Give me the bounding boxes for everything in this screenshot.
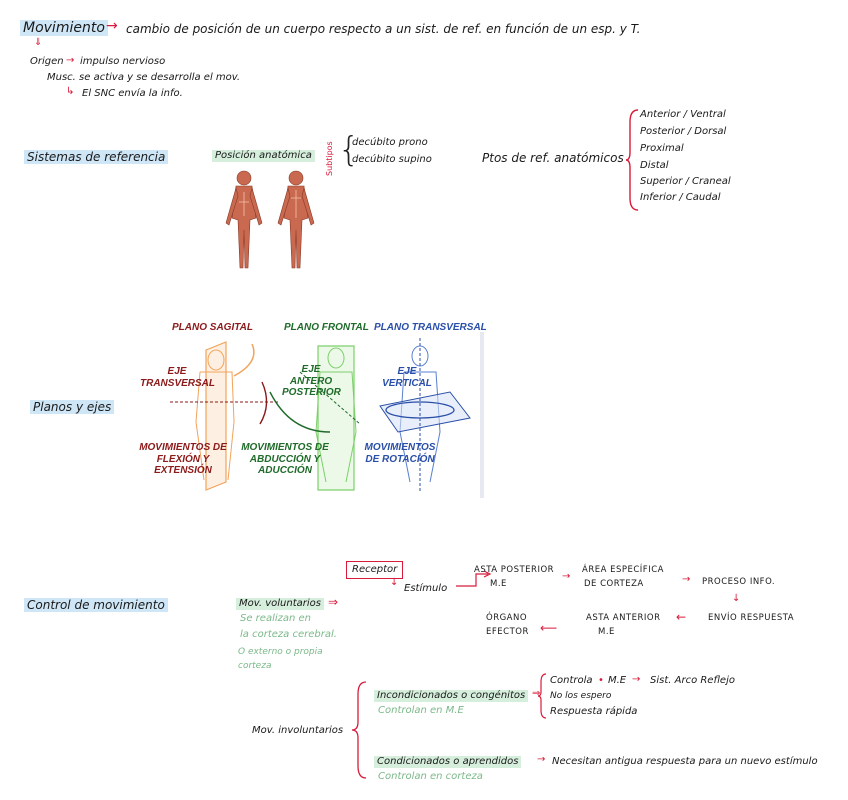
pto-item: Distal (640, 160, 669, 171)
anatomy-figures (225, 170, 315, 269)
plano-transversal-title: PLANO TRANSVERSAL (374, 322, 487, 333)
mov-involuntarios: Mov. involuntarios (252, 725, 344, 736)
vol-note: corteza (238, 661, 272, 671)
brace-icon (351, 681, 367, 779)
left-arrow-icon: ← (676, 610, 687, 624)
receptor-box: Receptor (346, 561, 404, 579)
eje-vertical-label: EJE VERTICAL (382, 366, 432, 389)
pto-item: Inferior / Caudal (640, 192, 721, 203)
dot-icon: • (598, 675, 604, 686)
left-arrow-icon: ⟵ (540, 621, 558, 635)
decubito-prono: decúbito prono (352, 137, 428, 148)
no-espero: No los espero (550, 691, 612, 701)
incondicionados: Incondicionados o congénitos (374, 690, 529, 702)
de-corteza: DE CORTEZA (584, 579, 644, 589)
snc-line: El SNC envía la info. (82, 88, 183, 99)
organo: ÓRGANO (486, 613, 528, 623)
cond-note: Controlan en corteza (378, 771, 483, 782)
arrow-icon: → (106, 18, 118, 34)
vol-note: O externo o propia (238, 647, 323, 657)
estimulo: Estímulo (404, 583, 448, 594)
arrow-icon: ↓ (390, 577, 399, 588)
decubito-supino: decúbito supino (352, 154, 432, 165)
transversal-plane (379, 338, 471, 492)
necesitan-line: Necesitan antigua respuesta para un nuev… (552, 756, 818, 767)
origen-value: impulso nervioso (80, 56, 166, 67)
control-title: Control de movimiento (24, 598, 168, 612)
vol-note: Se realizan en (240, 613, 312, 624)
subtipos-label: Subtipos (325, 141, 334, 176)
brace-icon (538, 673, 547, 719)
arrow-icon: → (537, 754, 546, 765)
condicionados: Condicionados o aprendidos (374, 756, 522, 768)
musc-line: Musc. se activa y se desarrolla el mov. (47, 72, 241, 83)
ptos-title: Ptos de ref. anatómicos (482, 151, 624, 165)
arrow-icon: → (632, 674, 641, 685)
efector: EFECTOR (486, 627, 529, 637)
movimiento-definition: cambio de posición de un cuerpo respecto… (126, 22, 641, 36)
mov-voluntarios: Mov. voluntarios (236, 598, 324, 610)
mov-abduccion-label: MOVIMIENTOS DE ABDUCCIÓN Y ADUCCIÓN (241, 442, 329, 476)
controla-line: Controla (550, 675, 593, 686)
asta-posterior-me: M.E (490, 579, 507, 589)
asta-anterior-me: M.E (598, 627, 615, 637)
envio-respuesta: ENVÍO RESPUESTA (708, 613, 795, 623)
incond-note: Controlan en M.E (378, 705, 464, 716)
brace-icon: { (338, 130, 360, 170)
arrow-icon: → (66, 55, 75, 66)
double-arrow-icon: ⇒ (328, 595, 339, 609)
return-arrow-icon: ↳ (66, 86, 75, 97)
brace-icon (626, 109, 639, 211)
posicion-anatomica: Posición anatómica (212, 150, 315, 162)
arrow-icon (456, 570, 492, 587)
eje-antero-label: EJE ANTERO POSTERIOR (282, 364, 341, 398)
area-especifica: ÁREA ESPECÍFICA (582, 565, 664, 575)
pto-item: Anterior / Ventral (640, 109, 726, 120)
mov-rotacion-label: MOVIMIENTOS DE ROTACIÓN (364, 442, 436, 465)
arrow-icon: → (562, 571, 571, 582)
frontal-plane (269, 345, 361, 491)
proceso-info: PROCESO INFO. (702, 577, 776, 587)
pto-item: Posterior / Dorsal (640, 126, 727, 137)
double-down-arrow-icon: ⇓ (34, 37, 43, 48)
sist-arco-reflejo: Sist. Arco Reflejo (650, 675, 735, 686)
planes-illustration (170, 332, 484, 498)
eje-transversal-label: EJE TRANSVERSAL (140, 366, 216, 389)
vol-note: la corteza cerebral. (240, 629, 337, 640)
asta-anterior: ASTA ANTERIOR (586, 613, 661, 623)
pto-item: Proximal (640, 143, 684, 154)
mov-flexion-label: MOVIMIENTOS DE FLEXIÓN Y EXTENSIÓN (139, 442, 227, 476)
origen-label: Origen (30, 56, 64, 67)
controla-me: M.E (608, 675, 627, 686)
asta-posterior: ASTA POSTERIOR (474, 565, 555, 575)
movimiento-title: Movimiento (20, 20, 108, 36)
plano-sagital-title: PLANO SAGITAL (172, 322, 253, 333)
down-arrow-icon: ↓ (732, 593, 741, 604)
planos-title: Planos y ejes (30, 400, 115, 414)
sagittal-plane (170, 341, 280, 491)
pto-item: Superior / Craneal (640, 176, 731, 187)
double-arrow-icon: ⇒ (532, 688, 541, 699)
plano-frontal-title: PLANO FRONTAL (284, 322, 369, 333)
sistemas-title: Sistemas de referencia (24, 150, 169, 164)
arrow-icon: → (682, 574, 691, 585)
respuesta-rapida: Respuesta rápida (550, 706, 638, 717)
